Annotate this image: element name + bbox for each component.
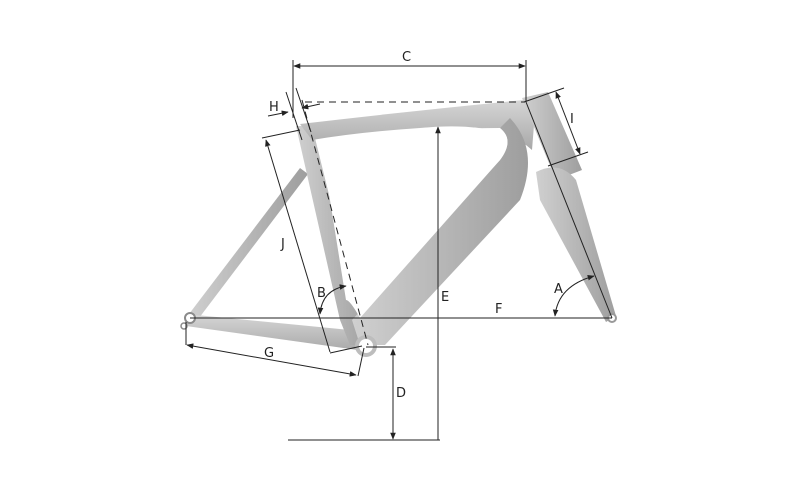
bottom-bracket-hole: [359, 339, 373, 353]
label-b: B: [317, 286, 326, 301]
seat-tube: [296, 126, 372, 345]
label-i: I: [570, 112, 574, 127]
label-g: G: [264, 346, 274, 361]
top-tube: [300, 100, 536, 150]
label-h: H: [269, 100, 279, 115]
chain-stay: [186, 314, 372, 352]
label-f: F: [495, 302, 502, 317]
bike-frame: [180, 92, 617, 357]
label-a: A: [554, 282, 563, 297]
fork: [536, 167, 616, 322]
label-d: D: [396, 386, 406, 401]
label-e: E: [441, 290, 449, 305]
dimension-labels: A B C D E F G H I J: [264, 50, 574, 401]
dimension-lines: [185, 60, 613, 441]
head-tube: [522, 92, 582, 180]
label-j: J: [280, 237, 285, 252]
front-triangle-opening: [322, 128, 508, 318]
seat-stay: [186, 168, 308, 322]
down-tube: [352, 118, 528, 345]
label-c: C: [402, 50, 411, 65]
